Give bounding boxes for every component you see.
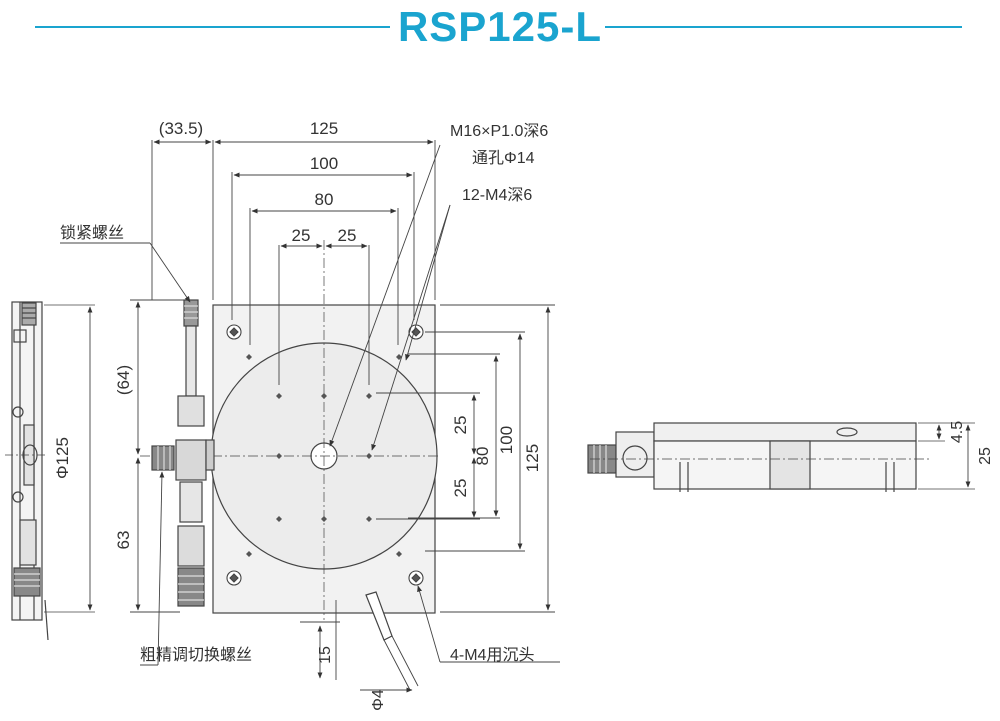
dim-pointer-offset: 15 — [317, 646, 334, 664]
product-title: RSP125-L — [397, 3, 603, 50]
dim-hole-span-mid: 80 — [315, 190, 334, 209]
dim-side-offset: (33.5) — [159, 119, 203, 138]
callout-leaders — [60, 144, 560, 666]
dim-vertical-outer: 100 — [497, 426, 516, 454]
dim-vertical-pitch-bottom: 25 — [451, 479, 470, 498]
callout-center-through-hole: 通孔Φ14 — [472, 149, 535, 167]
dim-hole-pitch-right: 25 — [338, 226, 357, 245]
right-side-view — [587, 422, 975, 492]
dim-pin-diameter: Φ4 — [370, 689, 387, 711]
dim-knob-lower: 63 — [114, 531, 133, 550]
callout-coarse-fine-screw: 粗精调切换螺丝 — [140, 646, 252, 664]
callout-center-thread: M16×P1.0深6 — [450, 122, 548, 140]
callout-tapped-holes: 12-M4深6 — [462, 186, 532, 204]
right-view-dim-height: 25 — [977, 447, 994, 465]
dim-knob-upper: (64) — [114, 365, 133, 395]
left-view-diameter-label: Φ125 — [53, 437, 72, 479]
left-dimensions — [130, 299, 185, 613]
header-rules — [35, 26, 962, 28]
callout-counterbore-holes: 4-M4用沉头 — [450, 646, 534, 664]
dim-hole-pitch-left: 25 — [292, 226, 311, 245]
top-dimensions — [151, 139, 436, 385]
dim-vertical-mid: 80 — [473, 447, 492, 466]
dim-width: 125 — [310, 119, 338, 138]
dim-vertical-pitch-top: 25 — [451, 416, 470, 435]
callout-lock-screw: 锁紧螺丝 — [60, 224, 124, 242]
pointer-dimensions — [300, 600, 419, 693]
left-side-view — [5, 301, 95, 641]
dim-height: 125 — [523, 444, 542, 472]
tapped-holes — [246, 354, 402, 557]
counterbore-holes — [226, 324, 424, 586]
right-view-dim-upper: 4.5 — [949, 421, 966, 443]
dim-hole-span-outer: 100 — [310, 154, 338, 173]
right-dimensions — [376, 304, 555, 613]
